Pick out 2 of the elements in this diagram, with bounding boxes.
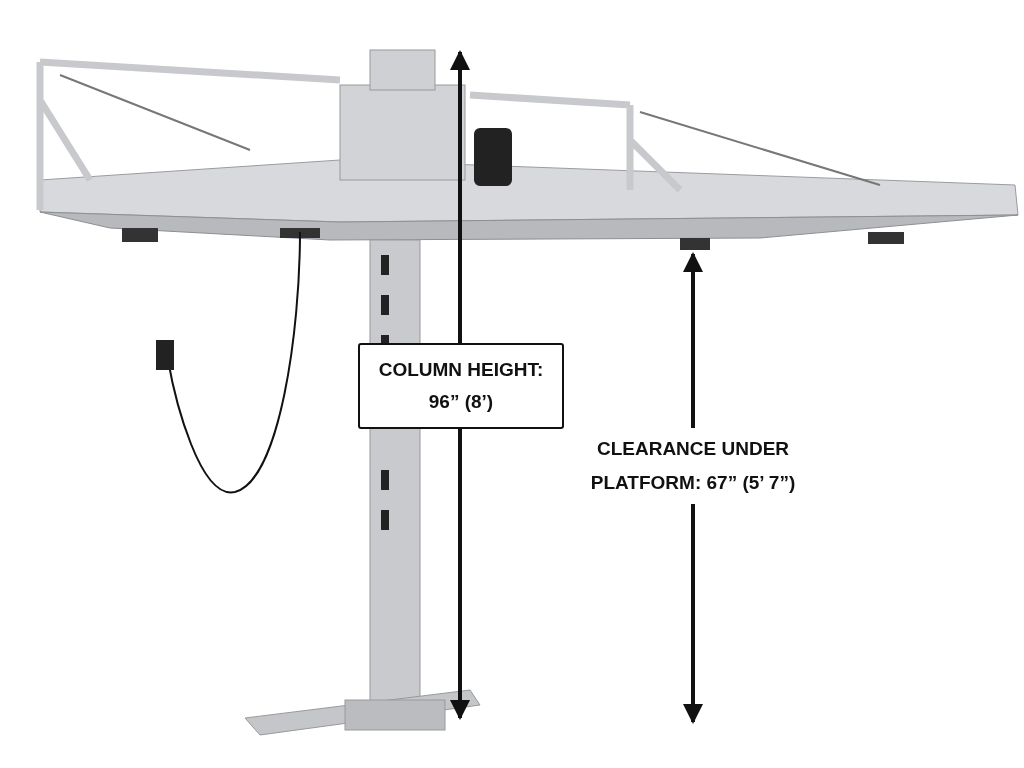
dimension-text: COLUMN HEIGHT: 96” (8’)	[377, 358, 545, 414]
dimension-label-box	[358, 343, 564, 429]
